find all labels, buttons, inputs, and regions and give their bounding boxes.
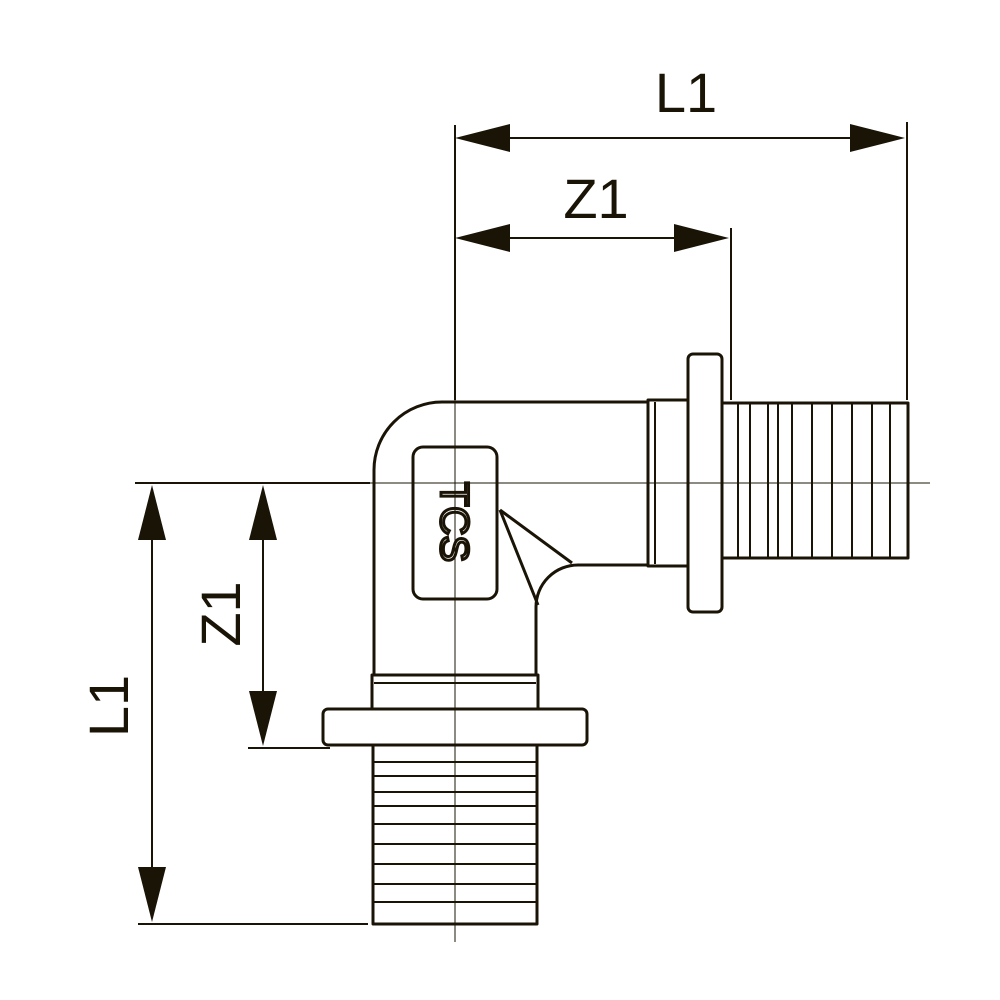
dimension-label-z1-left: Z1 (189, 581, 252, 646)
arrowhead (138, 867, 166, 922)
dimension-label-z1-top: Z1 (563, 167, 628, 230)
arrowhead (455, 124, 510, 152)
dimension-left-total: L1 (77, 482, 370, 925)
arrowhead (249, 485, 277, 540)
dimension-left-inner: Z1 (189, 485, 330, 749)
dimension-top-total: L1 (454, 61, 908, 400)
arrowhead (138, 485, 166, 540)
arrowhead (674, 224, 729, 252)
bottom-outlet-barb (371, 743, 539, 926)
tcs-logo-badge: TCS (411, 445, 499, 601)
dimension-label-l1-top: L1 (655, 61, 717, 124)
arrowhead (455, 224, 510, 252)
center-lines (370, 395, 930, 942)
tcs-logo-text: TCS (432, 482, 476, 562)
dimension-label-l1-left: L1 (77, 675, 140, 737)
elbow-body (372, 400, 648, 675)
dimension-top-inner: Z1 (455, 167, 732, 400)
right-outlet-barb (720, 401, 910, 560)
arrowhead (249, 691, 277, 746)
arrowhead (850, 124, 905, 152)
